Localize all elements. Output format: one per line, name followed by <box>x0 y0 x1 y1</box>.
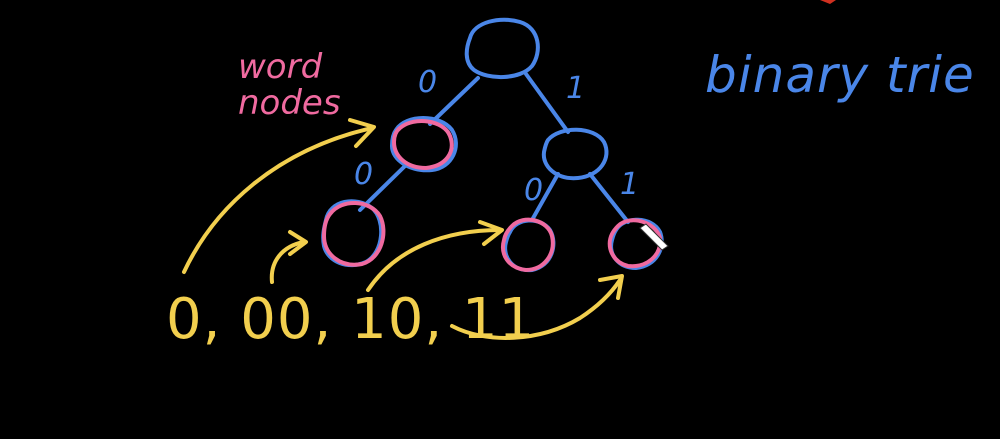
word-list: 0, 00, 10, 11 <box>166 287 535 352</box>
node-00-outline-pink <box>321 200 386 267</box>
node-00 <box>321 199 386 268</box>
node-11-outline-pink <box>607 218 663 269</box>
arrow-to-node-0 <box>182 118 376 274</box>
node-10 <box>501 217 556 273</box>
diagram-title: binary trie <box>705 46 975 104</box>
edge-root-right <box>524 72 570 134</box>
edge-label-n1-left: 0 <box>524 173 543 208</box>
edge-label-n0-left: 0 <box>354 157 373 192</box>
arrow-to-node-10-shaft <box>366 228 502 292</box>
arrow-to-node-10-head <box>478 220 504 246</box>
word-nodes-note: word nodes <box>238 47 341 123</box>
arrow-to-node-0-head <box>348 118 376 148</box>
node-root <box>464 17 540 80</box>
trie-nodes <box>321 17 664 273</box>
pen-cursor-icon <box>639 223 669 251</box>
arrow-to-node-11-head <box>598 274 624 300</box>
edge-labels: 0 1 0 0 1 <box>354 65 639 208</box>
node-1 <box>541 127 609 181</box>
edge-n0-left <box>358 163 408 212</box>
trie-edges <box>358 72 630 224</box>
node-10-outline-pink <box>501 217 555 273</box>
note-line-2: nodes <box>238 83 341 123</box>
edge-label-n1-right: 1 <box>620 167 639 202</box>
arrow-to-node-11 <box>450 274 624 340</box>
arrow-to-node-00-head <box>288 230 308 256</box>
edge-root-left <box>428 76 480 126</box>
arrow-to-node-0-shaft <box>182 126 374 274</box>
edge-label-root-right: 1 <box>566 71 585 106</box>
word-arrows <box>182 118 624 340</box>
arrow-to-node-00 <box>269 230 308 284</box>
edge-n1-right <box>588 172 630 224</box>
arrow-to-node-10 <box>366 220 504 292</box>
pen-cursor-shape <box>639 223 669 251</box>
node-0-outline-pink <box>391 119 454 171</box>
note-line-1: word <box>238 47 323 87</box>
node-11 <box>607 217 664 271</box>
edge-label-root-left: 0 <box>418 65 437 100</box>
node-0 <box>389 116 458 173</box>
arrow-to-node-00-shaft <box>269 240 306 284</box>
edge-n1-left <box>530 172 560 222</box>
arrow-to-node-11-shaft <box>450 278 622 340</box>
red-mark <box>820 0 836 4</box>
